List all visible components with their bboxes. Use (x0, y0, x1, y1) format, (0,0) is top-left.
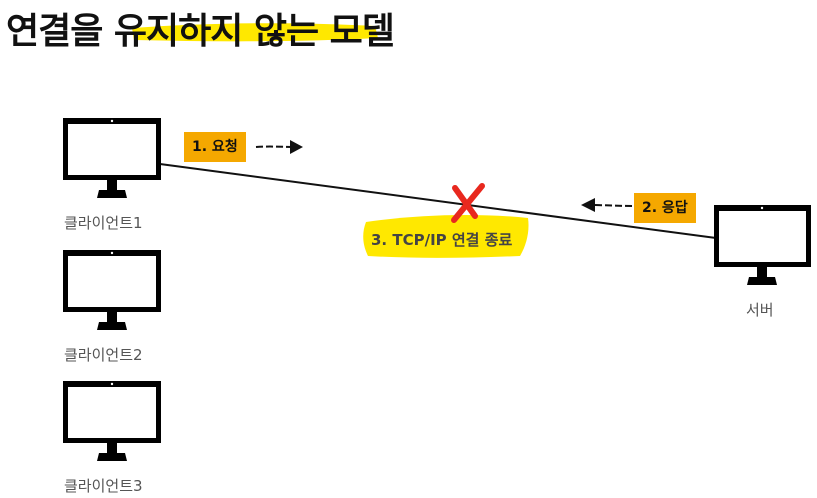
request-tag: 1. 요청 (184, 132, 246, 162)
page-title: 연결을 유지하지 않는 모델 (6, 11, 395, 52)
connection-line (159, 163, 717, 239)
arrow-left-icon (581, 198, 633, 212)
monitor-icon (63, 250, 161, 330)
close-label-highlight (363, 214, 529, 258)
response-tag: 2. 응답 (634, 193, 696, 223)
title-highlight (132, 23, 378, 42)
client-2-label: 클라이언트2 (64, 346, 143, 364)
connection-close-label: 3. TCP/IP 연결 종료 (371, 231, 513, 249)
title-area: 연결을 유지하지 않는 모델 (0, 0, 520, 60)
client-3-label: 클라이언트3 (64, 477, 143, 495)
server-label: 서버 (746, 301, 774, 319)
monitor-icon (714, 205, 811, 285)
monitor-icon (63, 381, 161, 461)
arrow-right-icon (255, 140, 303, 154)
close-x-icon (451, 183, 485, 223)
client-1-label: 클라이언트1 (64, 214, 143, 232)
monitor-icon (63, 118, 161, 198)
